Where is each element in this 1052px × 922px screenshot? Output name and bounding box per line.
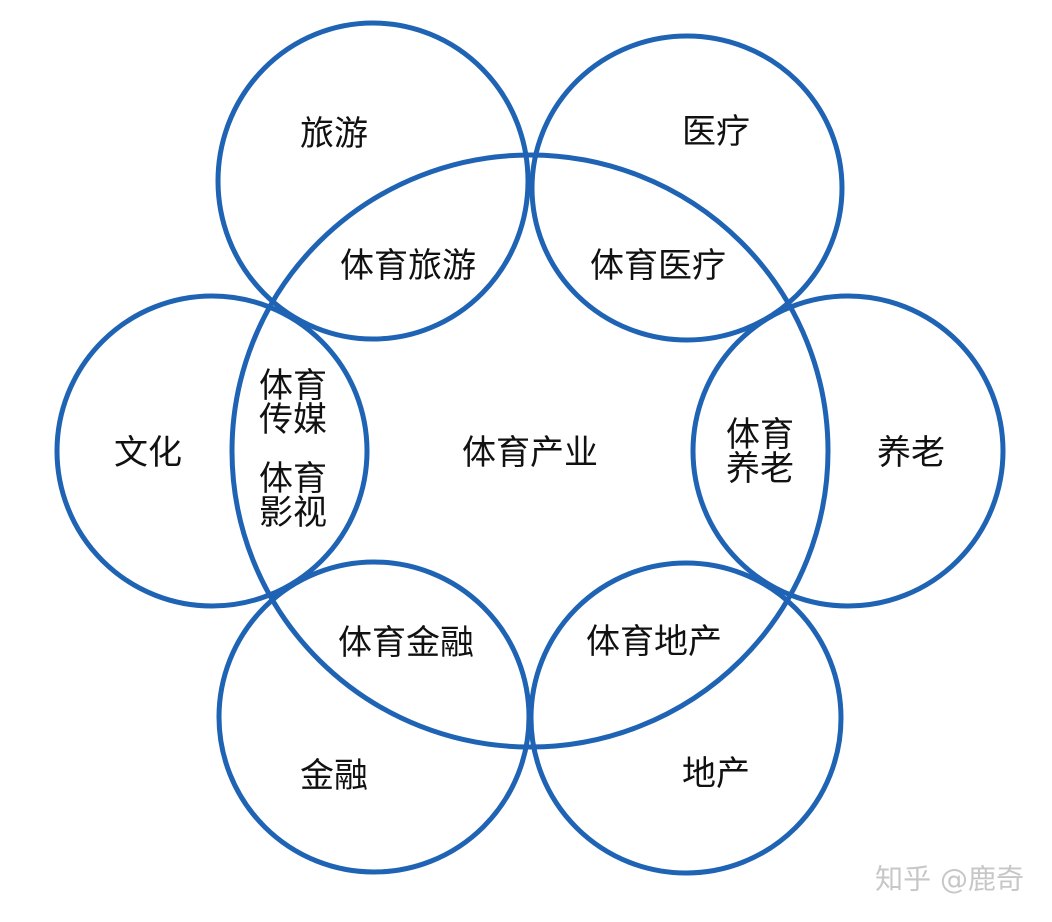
overlap-label-sports-tourism: 体育旅游: [340, 246, 476, 286]
overlap-label-sports-elderly-line2: 养老: [726, 449, 794, 489]
watermark: 知乎 @鹿奇: [875, 863, 1024, 896]
overlap-label-sports-media-line1: 体育: [259, 366, 327, 406]
overlap-label-sports-elderly-line1: 体育: [726, 415, 794, 455]
center-circle: [229, 152, 831, 750]
center-label: 体育产业: [462, 433, 598, 473]
petal-circle-tourism: [215, 20, 531, 342]
petal-label-realestate: 地产: [682, 754, 750, 794]
petal-circle-medical: [529, 33, 845, 343]
petal-circle-culture: [54, 293, 370, 609]
petal-circle-finance: [216, 559, 532, 875]
petal-label-medical: 医疗: [682, 112, 750, 152]
overlap-label-sports-realestate: 体育地产: [586, 622, 722, 662]
petal-label-finance: 金融: [300, 756, 368, 796]
petal-label-tourism: 旅游: [300, 114, 368, 154]
petal-circle-realestate: [528, 560, 844, 876]
petal-label-elderly: 养老: [877, 433, 945, 473]
petal-circle-elderly: [690, 293, 1006, 609]
petal-label-culture: 文化: [114, 433, 182, 473]
overlap-label-sports-media-line2: 传媒: [259, 400, 327, 440]
overlap-label-sports-finance: 体育金融: [338, 623, 474, 663]
overlap-label-sports-film-line1: 体育: [259, 459, 327, 499]
overlap-label-sports-medical: 体育医疗: [590, 246, 726, 286]
overlap-label-sports-film-line2: 影视: [259, 493, 327, 533]
